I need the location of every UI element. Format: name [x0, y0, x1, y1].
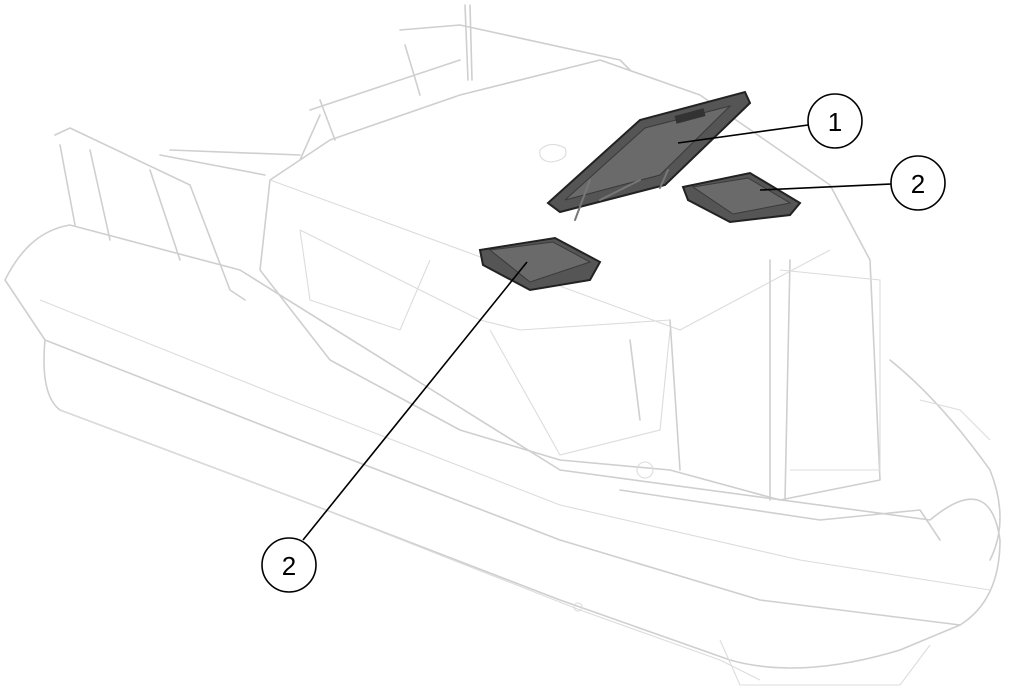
leader-line-1 [677, 124, 809, 144]
closed-roof-hatch-rear [681, 171, 802, 224]
open-roof-hatch [546, 90, 752, 221]
leader-line-2-bottom [302, 261, 528, 541]
leader-line-2-top [759, 183, 893, 191]
callout-label: 2 [282, 551, 296, 581]
callout-label: 1 [828, 107, 842, 137]
closed-roof-hatch-front [478, 236, 602, 292]
callout-2-top: 2 [890, 155, 946, 211]
callout-1: 1 [807, 93, 863, 149]
callout-2-bottom: 2 [261, 537, 317, 593]
callout-label: 2 [911, 169, 925, 199]
boat-outline [4, 4, 1001, 686]
